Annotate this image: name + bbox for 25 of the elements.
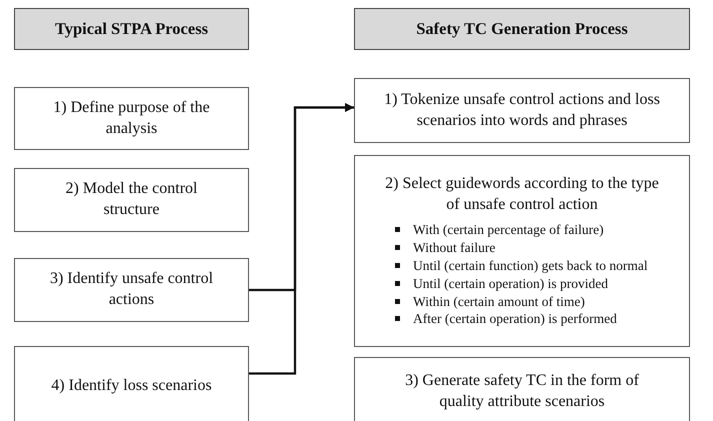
step-text: 2) Model the control structure	[64, 179, 198, 220]
step-text: 3) Generate safety TC in the form of quality attribute scenarios	[404, 371, 640, 412]
arrow	[249, 103, 354, 375]
guideword-item: Without failure	[395, 239, 663, 257]
guideword-item: Within (certain amount of time)	[395, 292, 663, 310]
step-text: 1) Tokenize unsafe control actions and loss scenarios into words and phrases	[383, 90, 661, 130]
guideword-item: Until (certain function) gets back to normal	[395, 256, 663, 275]
process-box	[354, 357, 690, 421]
guideword-item: After (certain operation) is performed	[395, 310, 663, 328]
guideword-item: Until (certain operation) is provided	[395, 274, 663, 293]
step-text: 2) Select guidewords according to the type of unsafe control action	[384, 174, 660, 215]
process-box	[14, 258, 249, 322]
step-text: Typical STPA Process	[54, 18, 208, 40]
step-text: 1) Define purpose of the analysis	[52, 98, 211, 138]
step-text: 4) Identify loss scenarios	[51, 376, 212, 396]
step-text: 3) Identify unsafe control actions	[48, 269, 214, 310]
process-box	[14, 346, 249, 421]
column-header	[14, 8, 249, 50]
column-header	[354, 8, 690, 50]
step-text: Safety TC Generation Process	[416, 18, 628, 40]
guideword-item: With (certain percentage of failure)	[395, 221, 663, 240]
process-box	[14, 87, 249, 150]
process-box	[354, 155, 690, 347]
process-box	[354, 78, 690, 143]
process-box	[14, 168, 249, 232]
